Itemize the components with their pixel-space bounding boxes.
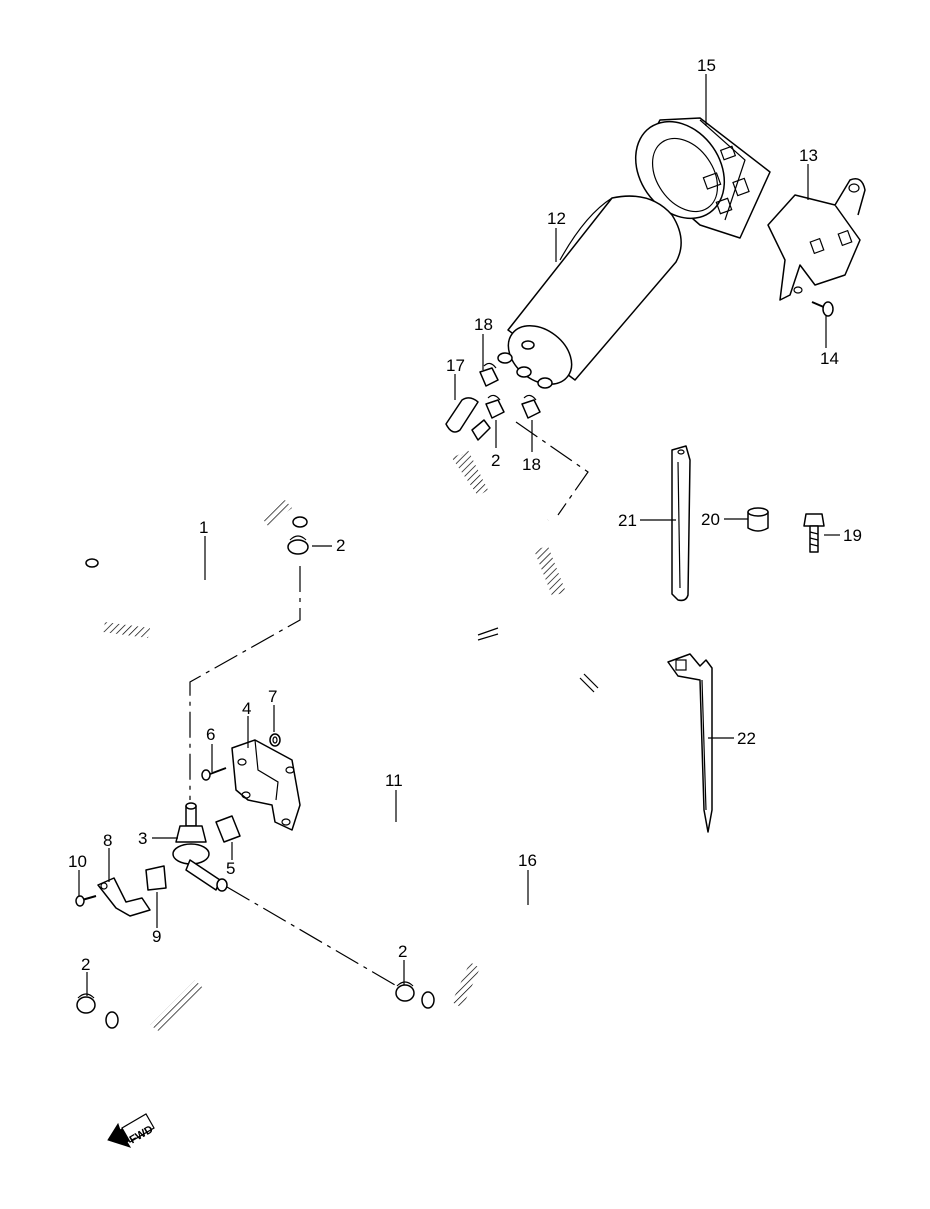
leader-lines [78, 74, 840, 996]
callout-19: 19 [843, 526, 862, 545]
clip-18-bottom [521, 394, 541, 419]
callout-14: 14 [820, 349, 839, 368]
clip-5 [215, 815, 241, 843]
callout-8: 8 [103, 831, 112, 850]
clip-2-lower-left [76, 993, 96, 1014]
callout-15: 15 [697, 56, 716, 75]
short-hose-17 [445, 397, 491, 441]
callout-22: 22 [737, 729, 756, 748]
screw-14 [811, 301, 834, 317]
callout-10: 10 [68, 852, 87, 871]
bolt-19 [803, 513, 825, 553]
callout-5: 5 [226, 859, 235, 878]
canister-12 [497, 195, 682, 389]
valve-3 [172, 802, 228, 892]
clamp-8 [97, 877, 151, 917]
clip-9 [145, 865, 167, 891]
tie-22 [667, 653, 713, 833]
callout-16: 16 [518, 851, 537, 870]
clip-2-lower-right [395, 981, 415, 1002]
canister-holder-15 [634, 117, 771, 239]
callout-18-top: 18 [474, 315, 493, 334]
callout-4: 4 [242, 699, 251, 718]
callout-11: 11 [385, 771, 403, 790]
callout-9: 9 [152, 927, 161, 946]
hose-1 [78, 488, 308, 638]
callout-2-lower-right: 2 [398, 942, 407, 961]
callout-17: 17 [446, 356, 465, 375]
clip-18-top [479, 362, 499, 387]
screw-6 [201, 767, 227, 781]
washer-7 [269, 733, 281, 747]
callout-2-canister: 2 [491, 451, 500, 470]
callout-6: 6 [206, 725, 215, 744]
clip-2-upper [287, 535, 309, 555]
connection-lines [189, 421, 589, 986]
callout-2-upper: 2 [336, 536, 345, 555]
strap-21 [671, 445, 691, 602]
callout-13: 13 [799, 146, 818, 165]
screw-10 [75, 895, 97, 907]
collar-20 [747, 507, 769, 532]
callout-1: 1 [199, 518, 208, 537]
callout-3: 3 [138, 829, 147, 848]
bracket-4 [231, 739, 301, 831]
callout-20: 20 [701, 510, 720, 529]
bracket-13 [767, 178, 866, 301]
hose-16 [421, 516, 631, 1011]
clip-2-canister [485, 394, 505, 419]
callout-2-lower-left: 2 [81, 955, 90, 974]
callout-21: 21 [618, 511, 637, 530]
callout-12: 12 [547, 209, 566, 228]
callout-labels: 15 13 12 18 14 17 2 18 1 2 21 20 19 7 4 … [68, 56, 862, 974]
fwd-arrow-icon: FWD [107, 1113, 155, 1148]
callout-18-bottom: 18 [522, 455, 541, 474]
hose-11 [105, 450, 519, 1032]
callout-7: 7 [268, 687, 277, 706]
